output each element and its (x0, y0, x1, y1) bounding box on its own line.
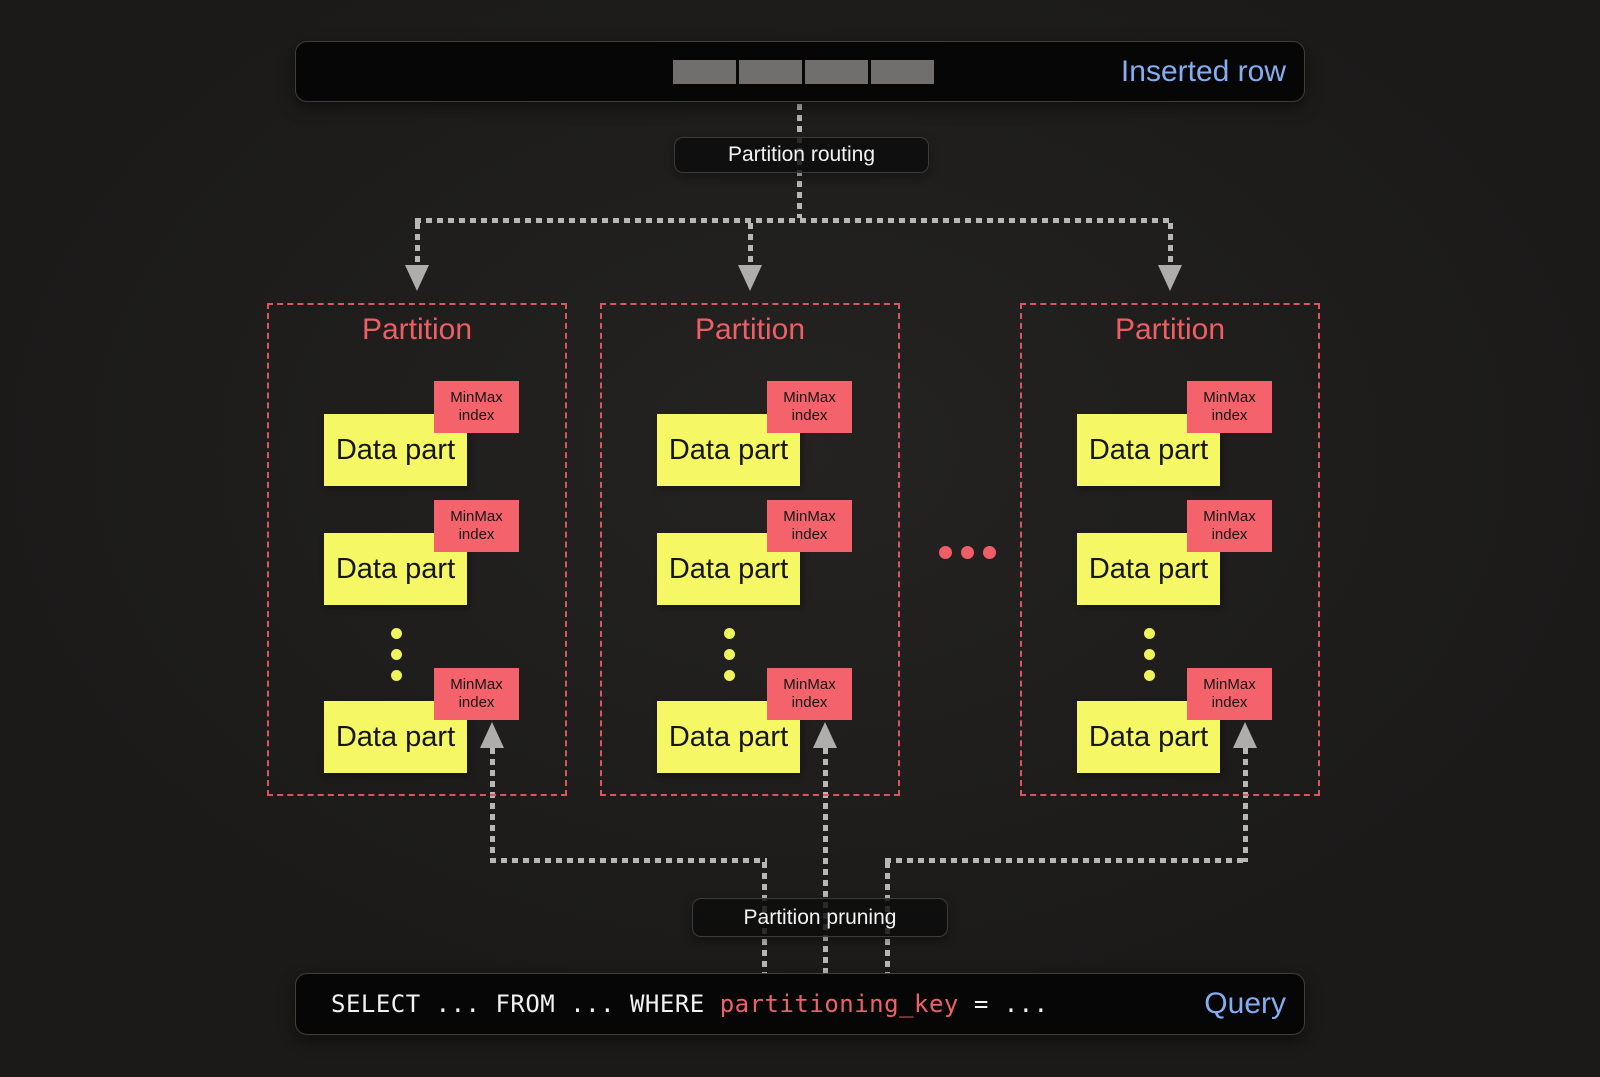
row-cell (871, 60, 934, 84)
sql-partitioning-key: partitioning_key (719, 990, 959, 1018)
sql-suffix: = ... (958, 990, 1049, 1018)
arrow-down-icon (1158, 265, 1182, 291)
pruning-line-left-horizontal (490, 858, 767, 863)
sql-query-text: SELECT ... FROM ... WHERE partitioning_k… (331, 974, 1049, 1034)
ellipsis-dot (1144, 670, 1155, 681)
inserted-row-label: Inserted row (1120, 54, 1286, 88)
more-partitions-ellipsis (939, 546, 996, 559)
partition-routing-label: Partition routing (674, 137, 929, 173)
ellipsis-dot (391, 670, 402, 681)
sql-prefix: SELECT ... FROM ... WHERE (331, 990, 720, 1018)
row-cell (739, 60, 802, 84)
routing-stub-center (748, 223, 753, 265)
minmax-index-tag: MinMax index (767, 381, 852, 433)
partition-box-3: Partition MinMax index Data part MinMax … (1020, 303, 1320, 796)
inserted-row-cells (673, 60, 934, 84)
minmax-index-tag: MinMax index (1187, 500, 1272, 552)
data-part-group: MinMax index Data part (269, 381, 565, 486)
arrow-down-icon (405, 265, 429, 291)
data-part-group: MinMax index Data part (269, 668, 565, 773)
ellipsis-dot (724, 649, 735, 660)
routing-stub-left (415, 223, 420, 265)
minmax-index-tag: MinMax index (1187, 381, 1272, 433)
partition-title: Partition (361, 313, 473, 346)
row-cell (805, 60, 868, 84)
query-bar: SELECT ... FROM ... WHERE partitioning_k… (295, 973, 1305, 1035)
ellipsis-dot (939, 546, 952, 559)
partition-title: Partition (694, 313, 806, 346)
query-label: Query (1204, 987, 1286, 1020)
minmax-index-tag: MinMax index (767, 668, 852, 720)
data-part-group: MinMax index Data part (1022, 500, 1318, 605)
partition-pruning-label: Partition pruning (692, 898, 948, 937)
data-part-group: MinMax index Data part (602, 500, 898, 605)
data-part-group: MinMax index Data part (269, 500, 565, 605)
routing-line-horizontal (415, 218, 1172, 223)
partition-title: Partition (1114, 313, 1226, 346)
data-part-box: Data part (1077, 414, 1220, 486)
ellipsis-dot (724, 628, 735, 639)
more-parts-ellipsis (724, 628, 735, 681)
arrow-down-icon (738, 265, 762, 291)
more-parts-ellipsis (1144, 628, 1155, 681)
minmax-index-tag: MinMax index (434, 500, 519, 552)
partition-box-2: Partition MinMax index Data part MinMax … (600, 303, 900, 796)
data-part-group: MinMax index Data part (1022, 381, 1318, 486)
pruning-line-right-vertical (1243, 748, 1248, 862)
data-part-group: MinMax index Data part (602, 381, 898, 486)
minmax-index-tag: MinMax index (767, 500, 852, 552)
inserted-row-bar: Inserted row (295, 41, 1305, 102)
ellipsis-dot (724, 670, 735, 681)
pruning-line-right-horizontal (885, 858, 1245, 863)
data-part-group: MinMax index Data part (602, 668, 898, 773)
ellipsis-dot (983, 546, 996, 559)
ellipsis-dot (1144, 649, 1155, 660)
arrow-up-icon (480, 722, 504, 748)
row-cell (673, 60, 736, 84)
arrow-up-icon (1233, 722, 1257, 748)
ellipsis-dot (1144, 628, 1155, 639)
data-part-group: MinMax index Data part (1022, 668, 1318, 773)
ellipsis-dot (391, 628, 402, 639)
routing-stub-right (1168, 223, 1173, 265)
arrow-up-icon (813, 722, 837, 748)
ellipsis-dot (961, 546, 974, 559)
partition-box-1: Partition MinMax index Data part MinMax … (267, 303, 567, 796)
ellipsis-dot (391, 649, 402, 660)
minmax-index-tag: MinMax index (434, 381, 519, 433)
more-parts-ellipsis (391, 628, 402, 681)
minmax-index-tag: MinMax index (1187, 668, 1272, 720)
pruning-line-center-vertical (823, 748, 828, 973)
minmax-index-tag: MinMax index (434, 668, 519, 720)
pruning-line-left-vertical (490, 748, 495, 862)
